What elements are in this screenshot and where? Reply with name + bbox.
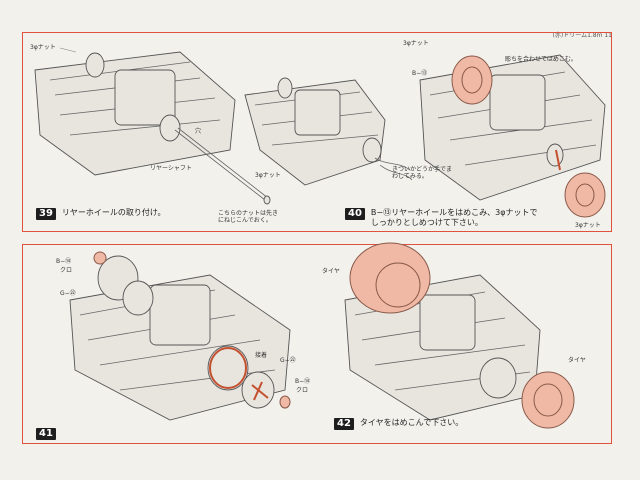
step-number: 39 [36, 208, 56, 220]
label-part-b14: B−⑭ [295, 378, 311, 385]
step-caption: タイヤをはめこんで下さい。 [359, 418, 464, 427]
label-hole: 穴 [195, 128, 202, 135]
label-tire: タイヤ [568, 357, 586, 364]
step-caption: B−⑬リヤーホイールをはめこみ、3φナットでしっかりとしめつけて下さい。 [370, 208, 538, 227]
label-part-g22: G−㉒ [60, 290, 76, 297]
label-part-b14: B−⑭ [56, 258, 72, 265]
step-number: 40 [345, 208, 365, 220]
step39-chassis-illustration-2 [244, 77, 413, 186]
step-number: 41 [36, 428, 56, 440]
label-nut: 3φナット [255, 172, 281, 179]
step39-chassis-illustration [34, 47, 271, 205]
step41-chassis-illustration [69, 251, 291, 421]
bottom-panel-frame [22, 244, 612, 444]
step-caption: リヤーホイールの取り付け。 [61, 208, 166, 217]
step-41: 41 [36, 428, 62, 440]
label-note: 彫ちを合わせてはめこむ。 [505, 56, 577, 63]
label-adhesive: 接着 [255, 352, 268, 359]
label-nut: 3φナット [403, 40, 429, 47]
step-39: 39 リヤーホイールの取り付け。 [36, 208, 166, 220]
label-color-black: クロ [296, 387, 309, 394]
label-part-b13: B−⑬ [412, 70, 428, 77]
top-panel-frame [22, 32, 612, 232]
step42-chassis-illustration [344, 242, 575, 429]
label-note: こちらのナットは先きにねじこんでおく。 [218, 210, 279, 224]
label-part-g22: G−㉒ [280, 357, 296, 364]
step-number: 42 [334, 418, 354, 430]
label-note: きついかどうか手でまわしてみる。 [392, 166, 453, 180]
label-tire: タイヤ [322, 268, 340, 275]
step-42: 42 タイヤをはめこんで下さい。 [334, 418, 463, 430]
label-rear-shaft: リヤーシャフト [150, 165, 192, 172]
step40-chassis-illustration [419, 54, 606, 218]
label-color-black: クロ [60, 267, 73, 274]
label-nut: 3φナット [30, 44, 56, 51]
page-header: (赤)ドリーム1.8m 11 [552, 32, 612, 39]
label-nut: 3φナット [575, 222, 601, 229]
step-40: 40 B−⑬リヤーホイールをはめこみ、3φナットでしっかりとしめつけて下さい。 [345, 208, 541, 228]
